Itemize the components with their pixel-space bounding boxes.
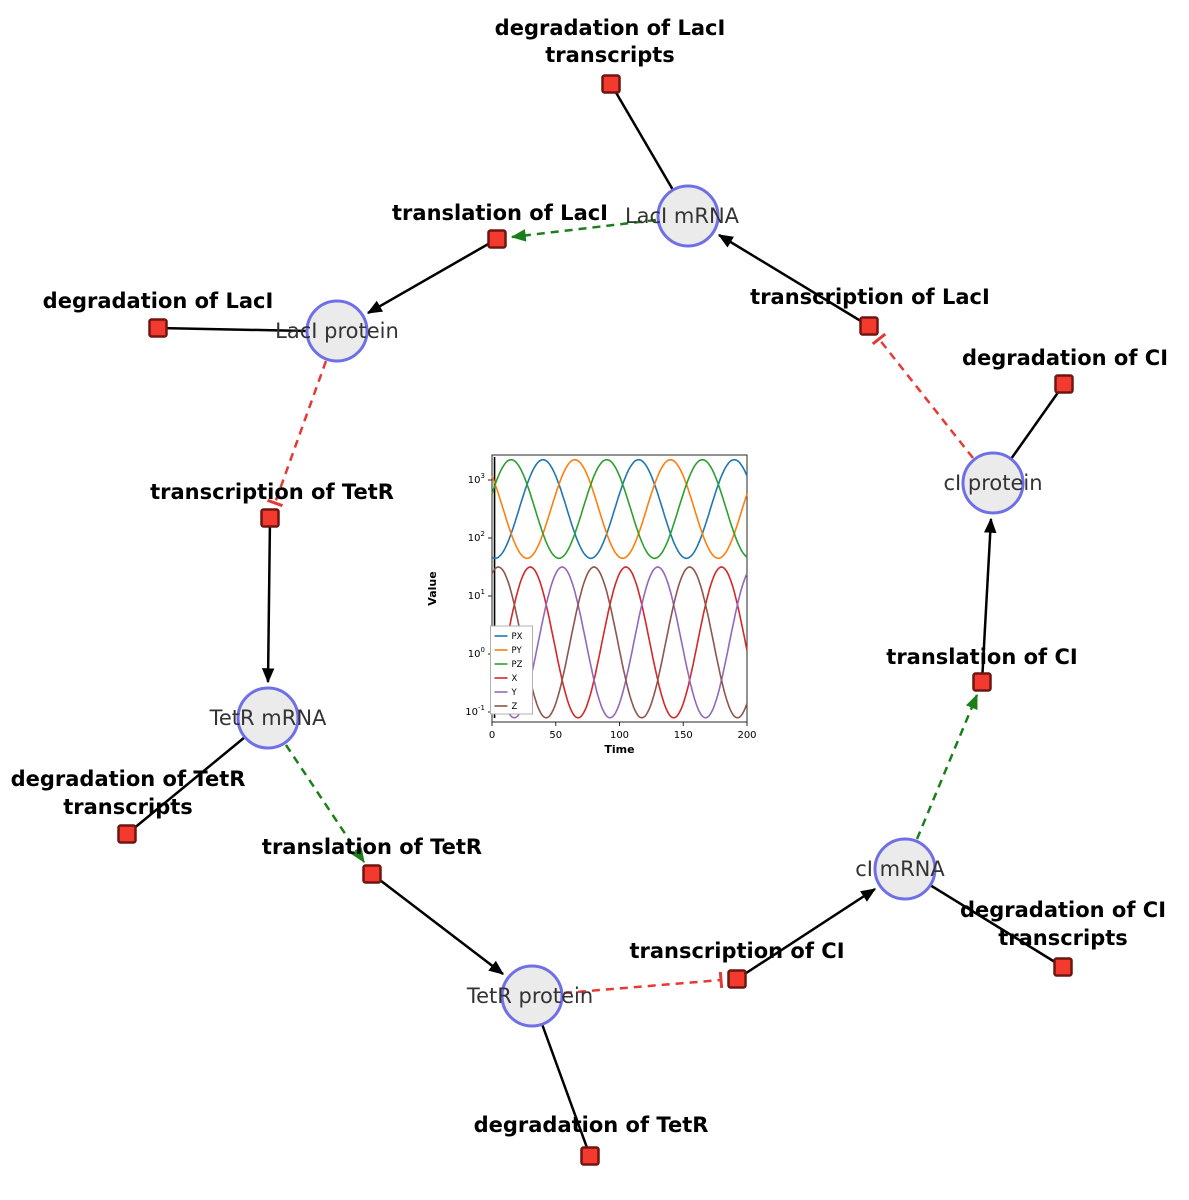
x-tick-label: 0 (489, 730, 495, 741)
species-node-tetr-protein[interactable] (500, 964, 564, 1028)
reaction-node-translation-laci[interactable] (487, 229, 507, 249)
species-label-laci-mrna: LacI mRNA (625, 204, 740, 228)
edge-translation-ci-to-ci-protein (980, 517, 997, 683)
edge-tetr-protein-inhibits-transcription-ci (563, 971, 724, 995)
legend-label-PZ: PZ (512, 660, 523, 670)
species-label-laci-protein: LacI protein (275, 319, 399, 343)
reaction-label-deg-ci-transcripts-2: transcripts (998, 926, 1128, 950)
reaction-node-deg-ci[interactable] (1054, 374, 1074, 394)
edge-transcription-ci-to-ci-mrna (736, 887, 877, 981)
y-tick-label: 10-1 (465, 704, 485, 718)
edge-tetr-mrna-modifies-translation-tetr (284, 744, 366, 864)
series-line-PZ (491, 458, 748, 560)
species-node-laci-mrna[interactable] (656, 184, 720, 248)
edge-transcription-laci-to-laci-mrna (717, 233, 870, 328)
series-line-X (491, 566, 748, 719)
reaction-label-transcription-ci: transcription of CI (629, 939, 844, 963)
reaction-label-translation-tetr: translation of TetR (262, 835, 482, 859)
species-node-laci-protein[interactable] (305, 299, 369, 363)
species-label-ci-protein: cI protein (943, 471, 1042, 495)
reaction-node-deg-ci-transcripts[interactable] (1053, 957, 1073, 977)
reaction-node-deg-laci[interactable] (148, 318, 168, 338)
series-line-PY (491, 458, 748, 560)
nodes-layer (117, 74, 1074, 1166)
legend-label-PX: PX (512, 632, 523, 642)
edge-ci-protein-inhibits-transcription-laci (871, 332, 974, 459)
edge-translation-laci-to-laci-protein (366, 237, 498, 315)
legend-label-Y: Y (511, 688, 518, 698)
series-line-PX (491, 458, 748, 560)
edge-translation-tetr-to-tetr-protein (371, 873, 504, 975)
reaction-label-deg-ci: degradation of CI (962, 346, 1168, 370)
reaction-label-deg-tetr-transcripts-2: transcripts (63, 795, 193, 819)
x-tick-label: 100 (610, 730, 629, 741)
species-label-tetr-protein: TetR protein (466, 984, 593, 1008)
edge-tetr-protein-to-deg-tetr (540, 1023, 592, 1157)
edge-laci-mrna-to-deg-laci-transcripts (609, 83, 675, 191)
reaction-label-deg-laci: degradation of LacI (43, 289, 274, 313)
reaction-label-deg-tetr-transcripts-1: degradation of TetR (11, 767, 246, 791)
legend-label-X: X (512, 674, 518, 684)
reaction-label-translation-laci: translation of LacI (392, 201, 608, 225)
legend-label-Z: Z (512, 702, 518, 712)
x-tick-label: 200 (737, 730, 756, 741)
edge-ci-protein-to-deg-ci (1009, 383, 1066, 460)
reaction-node-translation-ci[interactable] (972, 672, 992, 692)
y-tick-label: 103 (468, 472, 485, 486)
reaction-label-transcription-laci: transcription of LacI (750, 285, 990, 309)
reaction-node-translation-tetr[interactable] (362, 864, 382, 884)
x-tick-label: 50 (549, 730, 562, 741)
legend-box (490, 625, 533, 715)
reaction-node-transcription-laci[interactable] (859, 316, 879, 336)
species-label-tetr-mrna: TetR mRNA (209, 706, 327, 730)
edge-laci-mrna-modifies-translation-laci (510, 218, 657, 242)
species-label-ci-mrna: cI mRNA (855, 857, 945, 881)
y-tick-label: 101 (468, 588, 485, 602)
edges-layer (126, 83, 1066, 1157)
y-tick-label: 102 (468, 530, 485, 544)
series-line-Z (491, 566, 748, 719)
edge-laci-protein-inhibits-transcription-tetr (266, 360, 328, 508)
series-line-Y (491, 566, 748, 719)
reaction-node-deg-tetr[interactable] (580, 1146, 600, 1166)
y-axis-label: Value (426, 571, 439, 605)
reaction-node-transcription-tetr[interactable] (260, 508, 280, 528)
reaction-label-deg-laci-transcripts-1: degradation of LacI (495, 16, 726, 40)
reaction-label-transcription-tetr: transcription of TetR (150, 480, 394, 504)
species-node-ci-protein[interactable] (961, 451, 1025, 515)
edge-tetr-mrna-to-deg-tetr-transcripts (126, 736, 246, 835)
legend-label-PY: PY (512, 646, 523, 656)
reaction-label-deg-tetr: degradation of TetR (474, 1113, 709, 1137)
reaction-node-deg-laci-transcripts[interactable] (601, 74, 621, 94)
species-node-tetr-mrna[interactable] (236, 686, 300, 750)
reaction-node-deg-tetr-transcripts[interactable] (117, 824, 137, 844)
reaction-label-deg-laci-transcripts-2: transcripts (545, 43, 675, 67)
reaction-label-deg-ci-transcripts-1: degradation of CI (960, 898, 1166, 922)
y-tick-label: 100 (468, 646, 485, 660)
reaction-node-transcription-ci[interactable] (727, 969, 747, 989)
edge-ci-mrna-modifies-translation-ci (915, 693, 979, 840)
edge-laci-protein-to-deg-laci (157, 326, 308, 333)
x-tick-label: 150 (674, 730, 693, 741)
labels-layer: LacI mRNA LacI protein TetR mRNA TetR pr… (11, 16, 1168, 1137)
x-axis-label: Time (604, 743, 634, 756)
species-node-ci-mrna[interactable] (873, 837, 937, 901)
edge-ci-mrna-to-deg-ci-transcripts (929, 883, 1064, 969)
reaction-label-translation-ci: translation of CI (886, 645, 1077, 669)
edge-transcription-tetr-to-tetr-mrna (261, 517, 275, 684)
